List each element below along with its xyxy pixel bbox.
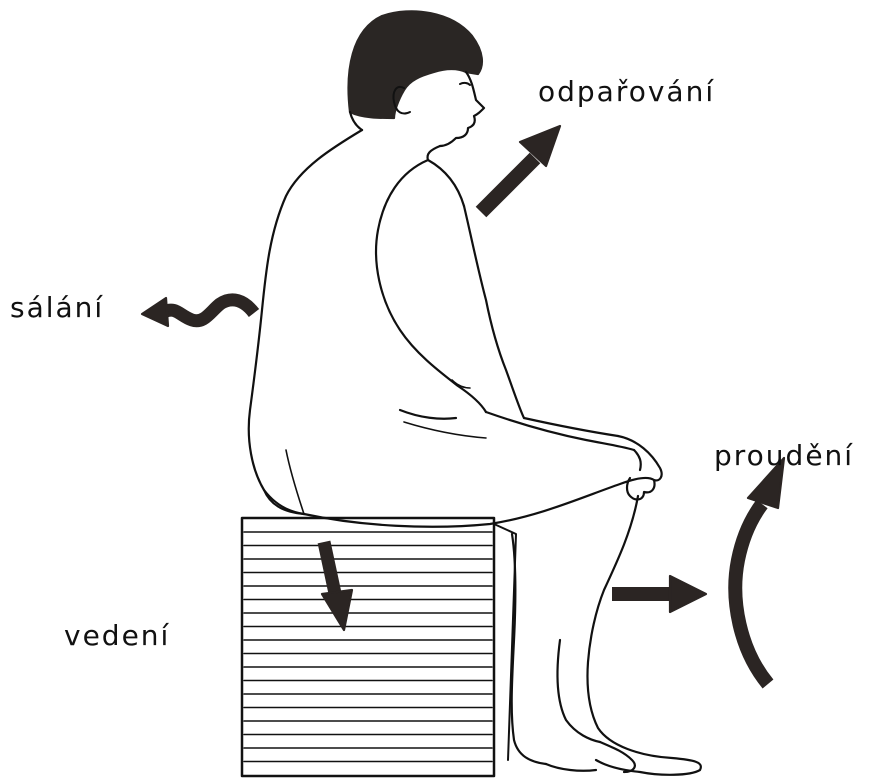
label-radiation: sálání (10, 294, 104, 322)
shin-front (587, 496, 700, 775)
radiation-arrow (142, 298, 254, 326)
evaporation-arrow (481, 126, 560, 212)
label-evaporation: odpařování (538, 78, 715, 106)
forearm (486, 412, 634, 450)
convection-arrow-horizontal (612, 576, 706, 612)
hair (349, 11, 482, 118)
upper-arm (376, 160, 486, 412)
label-conduction: vedení (64, 622, 170, 650)
label-convection: proudění (714, 442, 854, 470)
convection-arrow-curved (735, 458, 784, 684)
shin-back (512, 534, 546, 764)
stool-box (242, 518, 516, 776)
torso-back (249, 130, 362, 514)
